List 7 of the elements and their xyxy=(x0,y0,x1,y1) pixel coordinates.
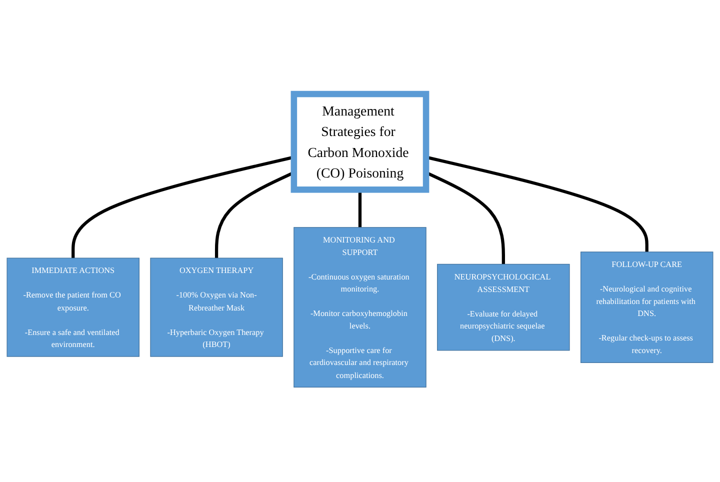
node-box: OXYGEN THERAPY -100% Oxygen via Non-Rebreather Mask -Hyperbaric Oxygen Therapy (HBOT) xyxy=(150,258,283,358)
node-box: MONITORING AND SUPPORT -Continuous oxygen saturation monitoring. -Monitor carboxyhemoglobin levels. -Supportive care for cardiovascular and respiratory complications. xyxy=(294,227,426,388)
node-box: FOLLOW-UP CARE -Neurological and cognitive rehabilitation for patients with DNS. -Regular check-ups to assess recovery. xyxy=(580,252,714,364)
node-box: NEUROPSYCHOLOGICAL ASSESSMENT -Evaluate for delayed neuropsychiatric sequelae (DNS). xyxy=(437,264,570,352)
node-box: IMMEDIATE ACTIONS -Remove the patient from CO exposure. -Ensure a safe and ventilated environment. xyxy=(6,258,140,358)
node-box: Management Strategies for Carbon Monoxide (CO) Poisoning xyxy=(290,91,430,194)
connector xyxy=(358,190,362,228)
